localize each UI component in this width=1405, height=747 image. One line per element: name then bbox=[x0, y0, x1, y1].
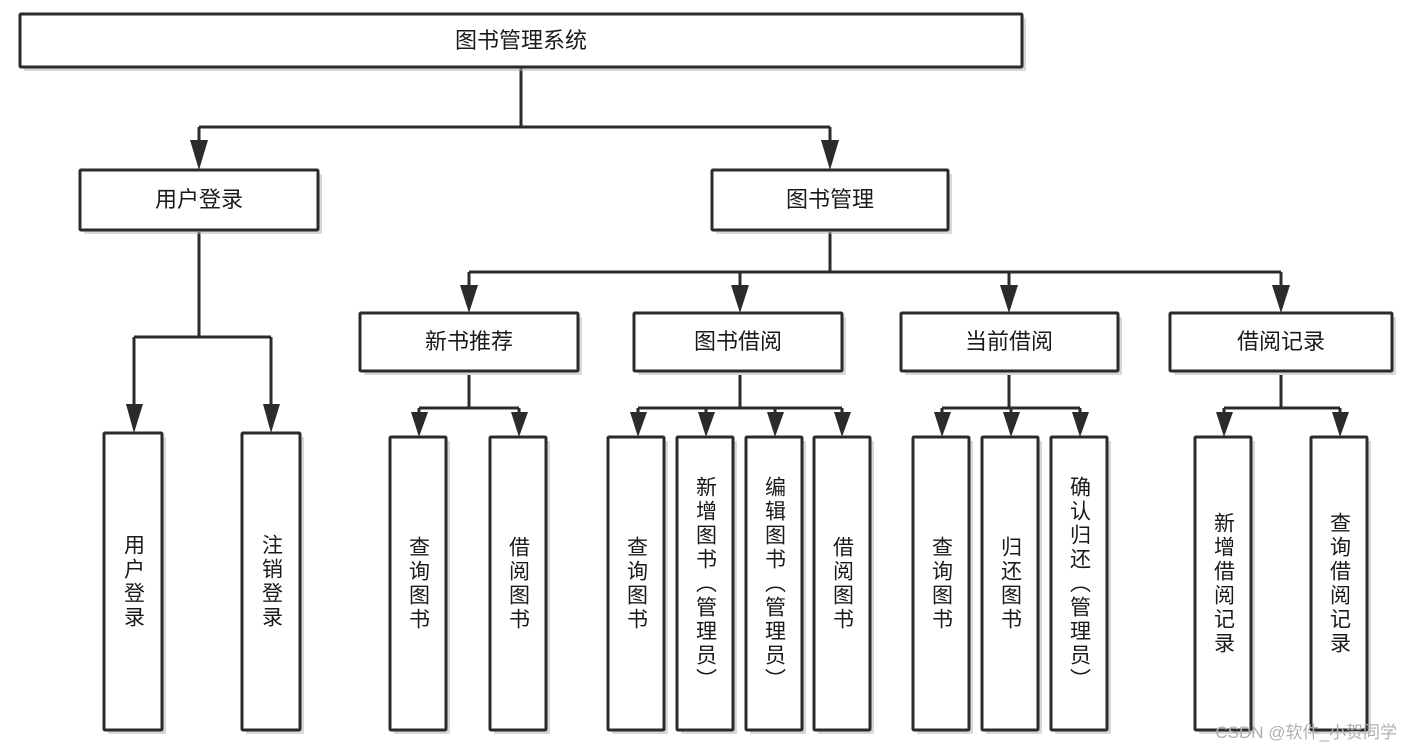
node-book-manage-label: 图书管理 bbox=[786, 187, 874, 212]
node-book-borrow-label: 图书借阅 bbox=[694, 329, 782, 354]
arrowhead-leaf-nbr-2 bbox=[511, 412, 528, 437]
leaf-book-borrow-2-label: 新增图书（管理员） bbox=[694, 476, 718, 692]
leaf-current-borrow-2[interactable]: 归还图书 bbox=[980, 435, 1042, 734]
leaf-new-book-rec-2-label: 借阅图书 bbox=[507, 536, 531, 632]
leaf-user-login-1-label: 用户登录 bbox=[122, 534, 146, 630]
arrowhead-current-borrow bbox=[1000, 285, 1018, 313]
leaf-book-borrow-3-label: 编辑图书（管理员） bbox=[763, 476, 787, 692]
arrowhead-leaf-cb-2 bbox=[1003, 412, 1020, 437]
node-user-login-label: 用户登录 bbox=[155, 187, 243, 212]
node-current-borrow-box[interactable] bbox=[899, 311, 1120, 373]
arrowhead-leaf-br-2 bbox=[1332, 412, 1349, 437]
node-root[interactable]: 图书管理系统 bbox=[18, 12, 1026, 71]
node-new-book-rec[interactable]: 新书推荐 bbox=[358, 311, 582, 375]
node-user-login-box[interactable] bbox=[78, 168, 320, 232]
leaf-borrow-record-1-label: 新增借阅记录 bbox=[1212, 512, 1236, 656]
leaf-user-login-1[interactable]: 用户登录 bbox=[102, 431, 166, 734]
leaf-current-borrow-1[interactable]: 查询图书 bbox=[911, 435, 973, 734]
leaf-borrow-record-2-label: 查询借阅记录 bbox=[1328, 512, 1352, 656]
leaf-borrow-record-1[interactable]: 新增借阅记录 bbox=[1193, 435, 1255, 734]
node-borrow-record-label: 借阅记录 bbox=[1237, 329, 1325, 354]
leaf-book-borrow-2[interactable]: 新增图书（管理员） bbox=[675, 435, 737, 734]
leaf-new-book-rec-1[interactable]: 查询图书 bbox=[388, 435, 450, 734]
node-book-manage[interactable]: 图书管理 bbox=[710, 168, 952, 234]
arrowhead-leaf-user-login-1 bbox=[126, 404, 143, 433]
leaf-current-borrow-1-box[interactable] bbox=[911, 435, 971, 732]
leaf-user-login-2-label: 注销登录 bbox=[260, 534, 284, 630]
leaf-book-borrow-1-label: 查询图书 bbox=[625, 536, 649, 632]
node-current-borrow[interactable]: 当前借阅 bbox=[899, 311, 1122, 375]
arrowhead-book-manage bbox=[821, 140, 839, 170]
leaf-user-login-2-box[interactable] bbox=[240, 431, 302, 732]
leaf-book-borrow-4[interactable]: 借阅图书 bbox=[812, 435, 874, 734]
node-book-manage-box[interactable] bbox=[710, 168, 950, 232]
leaf-new-book-rec-2-box[interactable] bbox=[488, 435, 548, 732]
node-root-label: 图书管理系统 bbox=[455, 28, 587, 53]
arrowhead-leaf-cb-3 bbox=[1072, 412, 1089, 437]
leaf-book-borrow-2-box[interactable] bbox=[675, 435, 735, 732]
arrowhead-leaf-bb-4 bbox=[834, 412, 851, 437]
leaf-borrow-record-2[interactable]: 查询借阅记录 bbox=[1309, 435, 1371, 734]
leaf-current-borrow-1-label: 查询图书 bbox=[930, 536, 954, 632]
leaf-current-borrow-3-label: 确认归还（管理员） bbox=[1068, 476, 1092, 692]
leaf-new-book-rec-1-box[interactable] bbox=[388, 435, 448, 732]
arrowhead-leaf-cb-1 bbox=[934, 412, 951, 437]
node-root-box[interactable] bbox=[18, 12, 1024, 69]
leaf-book-borrow-1[interactable]: 查询图书 bbox=[606, 435, 668, 734]
leaf-book-borrow-3[interactable]: 编辑图书（管理员） bbox=[744, 435, 806, 734]
leaf-user-login-2[interactable]: 注销登录 bbox=[240, 431, 304, 734]
node-user-login[interactable]: 用户登录 bbox=[78, 168, 322, 234]
leaf-borrow-record-2-box[interactable] bbox=[1309, 435, 1369, 732]
leaf-current-borrow-2-label: 归还图书 bbox=[999, 536, 1023, 632]
arrowhead-leaf-bb-1 bbox=[630, 412, 647, 437]
node-new-book-rec-box[interactable] bbox=[358, 311, 580, 373]
arrowhead-borrow-record bbox=[1272, 285, 1290, 313]
arrowhead-leaf-nbr-1 bbox=[411, 412, 428, 437]
leaf-user-login-1-box[interactable] bbox=[102, 431, 164, 732]
leaf-book-borrow-4-box[interactable] bbox=[812, 435, 872, 732]
arrowhead-new-book-rec bbox=[460, 285, 478, 313]
node-borrow-record-box[interactable] bbox=[1168, 311, 1394, 373]
leaf-current-borrow-2-box[interactable] bbox=[980, 435, 1040, 732]
leaf-new-book-rec-1-label: 查询图书 bbox=[407, 536, 431, 632]
arrowhead-leaf-br-1 bbox=[1216, 412, 1233, 437]
connector-layer bbox=[126, 67, 1349, 437]
leaf-book-borrow-3-box[interactable] bbox=[744, 435, 804, 732]
arrowhead-leaf-bb-2 bbox=[698, 412, 715, 437]
node-book-borrow[interactable]: 图书借阅 bbox=[632, 311, 846, 375]
arrowhead-book-borrow bbox=[731, 285, 749, 313]
leaf-book-borrow-1-box[interactable] bbox=[606, 435, 666, 732]
leaf-borrow-record-1-box[interactable] bbox=[1193, 435, 1253, 732]
arrowhead-leaf-bb-3 bbox=[767, 412, 784, 437]
node-book-borrow-box[interactable] bbox=[632, 311, 844, 373]
node-new-book-rec-label: 新书推荐 bbox=[425, 329, 513, 354]
leaf-current-borrow-3-box[interactable] bbox=[1049, 435, 1109, 732]
node-current-borrow-label: 当前借阅 bbox=[965, 329, 1053, 354]
leaf-book-borrow-4-label: 借阅图书 bbox=[831, 536, 855, 632]
leaf-current-borrow-3[interactable]: 确认归还（管理员） bbox=[1049, 435, 1111, 734]
arrowhead-leaf-user-login-2 bbox=[263, 404, 280, 433]
arrowhead-user-login bbox=[190, 140, 208, 170]
node-borrow-record[interactable]: 借阅记录 bbox=[1168, 311, 1396, 375]
leaf-new-book-rec-2[interactable]: 借阅图书 bbox=[488, 435, 550, 734]
